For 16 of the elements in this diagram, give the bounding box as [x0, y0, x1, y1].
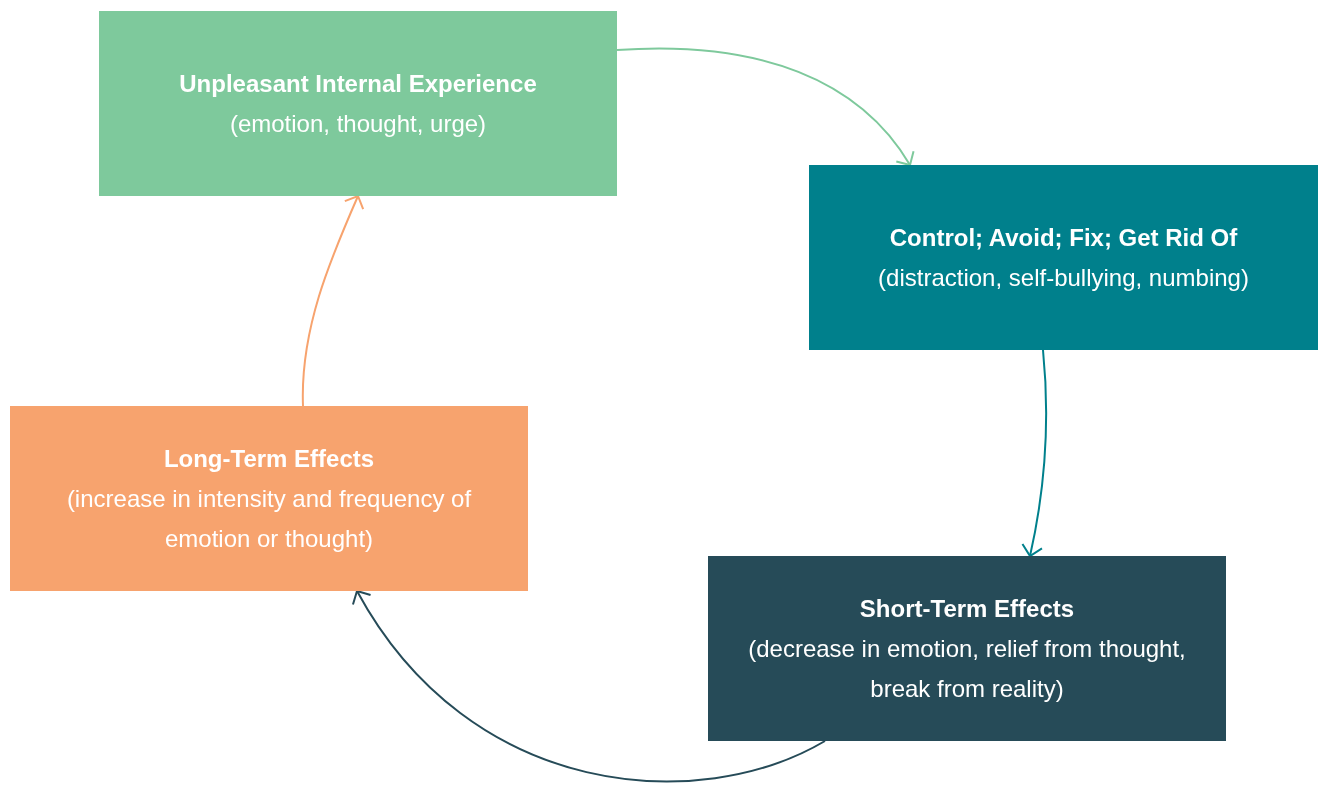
arrow: [616, 47, 914, 166]
box-heading: Control; Avoid; Fix; Get Rid Of: [889, 222, 1238, 253]
arrow: [301, 195, 365, 407]
arrow: [1021, 349, 1048, 557]
box-heading: Unpleasant Internal Experience: [179, 68, 537, 99]
box-description: (decrease in emotion, relief from thought, break from reality): [747, 633, 1187, 704]
box-description: (emotion, thought, urge): [229, 108, 487, 139]
arrow: [352, 590, 826, 783]
box-heading: Short-Term Effects: [859, 593, 1075, 624]
box-description: (distraction, self-bullying, numbing): [878, 262, 1249, 293]
process-box: [99, 11, 617, 196]
process-box: [10, 406, 528, 591]
box-heading: Long-Term Effects: [163, 443, 375, 474]
process-box: [708, 556, 1226, 741]
box-description: (increase in intensity and frequency of emotion or thought): [65, 483, 473, 554]
process-box: [809, 165, 1318, 350]
